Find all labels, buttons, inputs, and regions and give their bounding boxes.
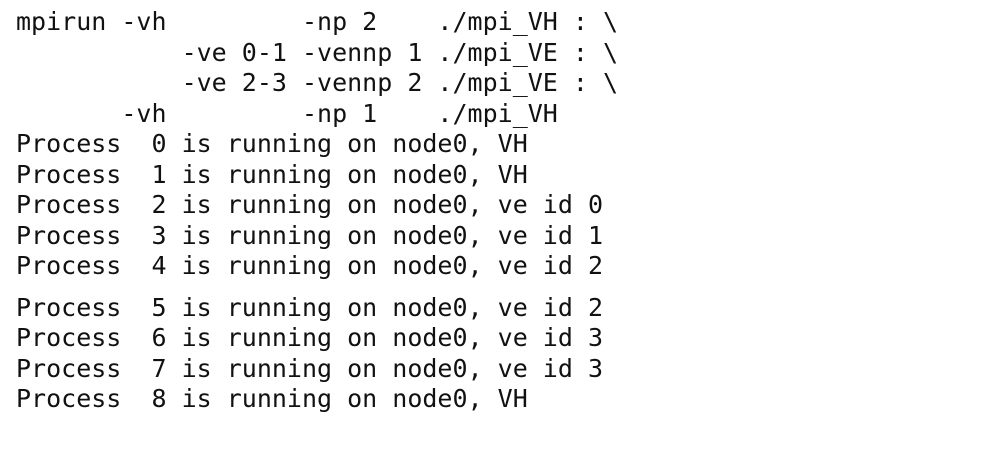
output-line: Process 0 is running on node0, VH	[16, 129, 528, 158]
output-line: Process 4 is running on node0, ve id 2	[16, 251, 603, 280]
output-gap	[16, 282, 986, 293]
output-line: Process 3 is running on node0, ve id 1	[16, 220, 603, 250]
output-line: Process 7 is running on node0, ve id 3	[16, 353, 603, 383]
command-line: mpirun -vh -np 2 ./mpi_VH : \	[16, 7, 619, 36]
terminal-output: mpirun -vh -np 2 ./mpi_VH : \ -ve 0-1 -v…	[16, 7, 986, 415]
output-line: Process 2 is running on node0, ve id 0	[16, 190, 603, 219]
output-line: Process 6 is running on node0, ve id 3	[16, 323, 603, 352]
output-line: Process 5 is running on node0, ve id 2	[16, 292, 603, 322]
command-line: -ve 0-1 -vennp 1 ./mpi_VE : \	[16, 37, 619, 67]
command-line: -ve 2-3 -vennp 2 ./mpi_VE : \	[16, 68, 619, 97]
output-line: Process 1 is running on node0, VH	[16, 159, 528, 189]
command-line: -vh -np 1 ./mpi_VH	[16, 98, 558, 128]
output-line: Process 8 is running on node0, VH	[16, 384, 528, 413]
